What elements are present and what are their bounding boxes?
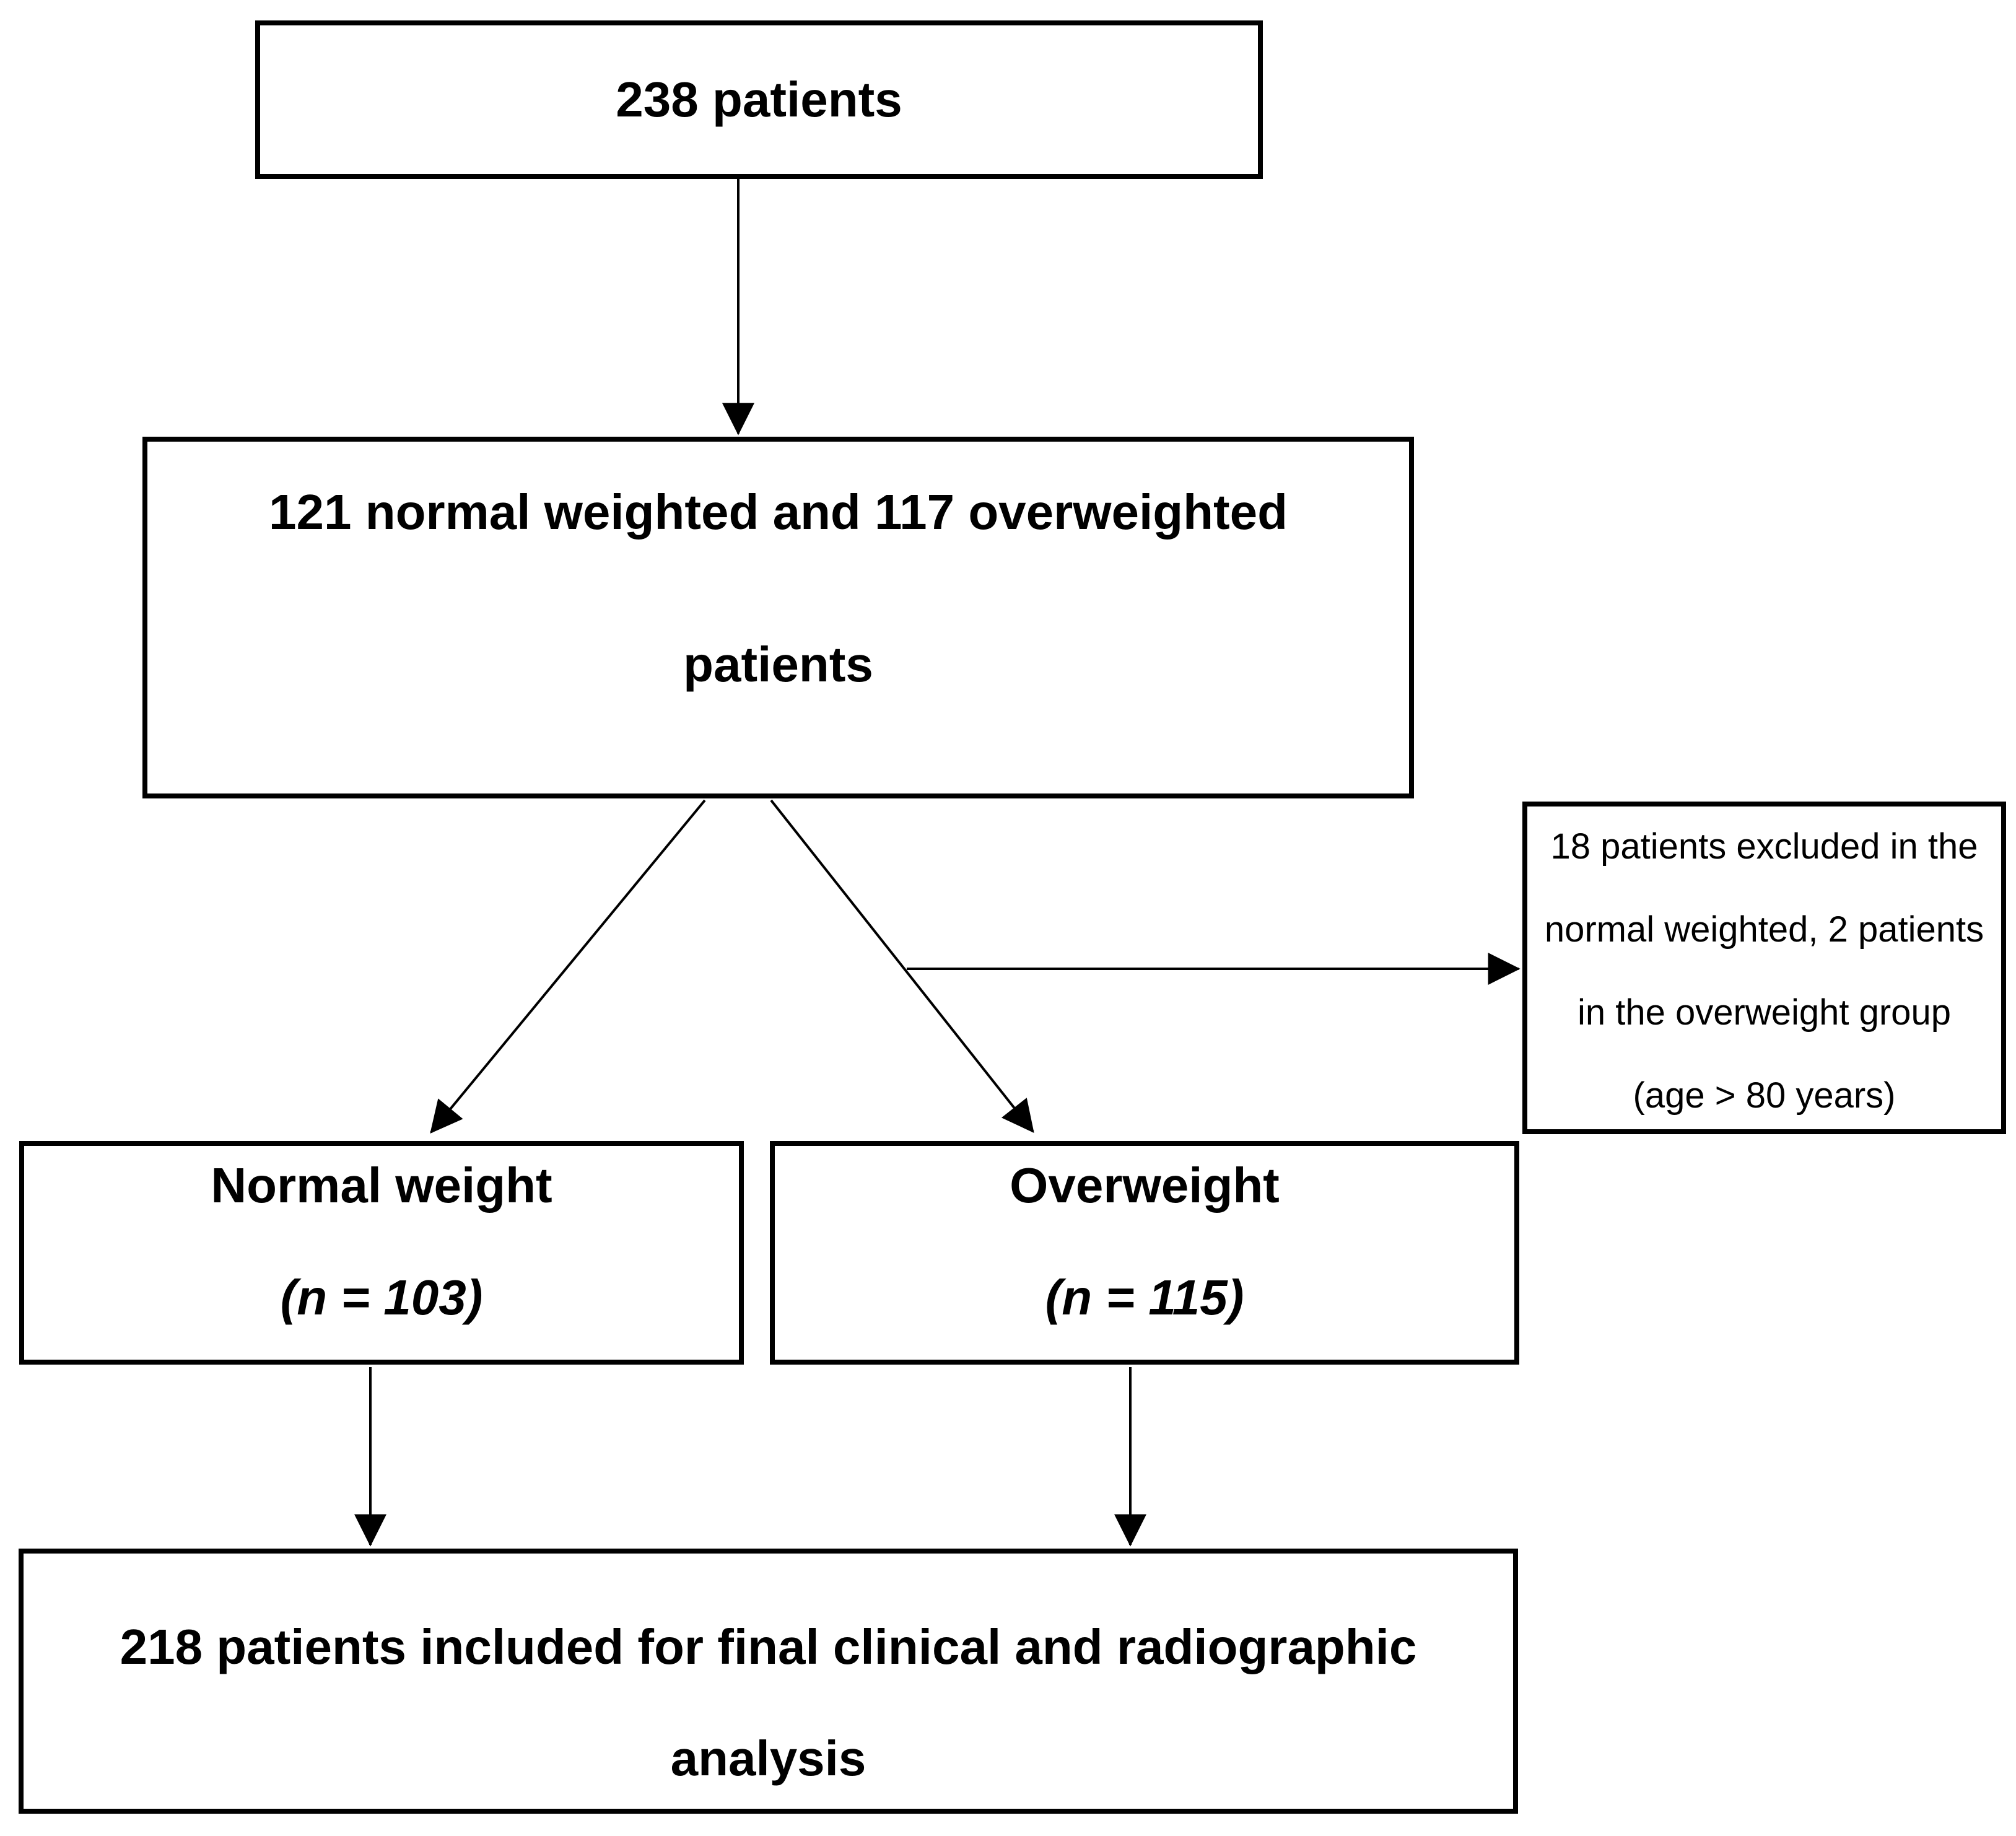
excluded-line-4: (age > 80 years) xyxy=(1633,1075,1896,1116)
box-normal-weight: Normal weight (n = 103) xyxy=(19,1141,744,1365)
box-cohort: 121 normal weighted and 117 overweighted… xyxy=(142,437,1414,798)
overweight-count: (n = 115) xyxy=(1045,1269,1244,1325)
box-overweight: Overweight (n = 115) xyxy=(770,1141,1519,1365)
box-total-patients: 238 patients xyxy=(255,20,1263,179)
arrow-cohort-to-overweight xyxy=(770,799,1034,1134)
excluded-line-2: normal weighted, 2 patients xyxy=(1544,909,1984,950)
cohort-line-2: patients xyxy=(683,637,873,692)
box-excluded-patients: 18 patients excluded in the normal weigh… xyxy=(1522,802,2006,1134)
total-patients-label: 238 patients xyxy=(616,72,902,127)
excluded-line-3: in the overweight group xyxy=(1577,992,1951,1033)
excluded-line-1: 18 patients excluded in the xyxy=(1550,826,1978,867)
arrow-cohort-to-normal-weight xyxy=(430,799,706,1134)
normal-weight-count: (n = 103) xyxy=(280,1269,483,1325)
normal-weight-title: Normal weight xyxy=(211,1157,552,1213)
box-final-analysis: 218 patients included for final clinical… xyxy=(19,1549,1518,1814)
overweight-title: Overweight xyxy=(1010,1157,1280,1213)
cohort-line-1: 121 normal weighted and 117 overweighted xyxy=(269,484,1288,540)
final-line-2: analysis xyxy=(670,1731,866,1786)
final-line-1: 218 patients included for final clinical… xyxy=(120,1619,1417,1674)
